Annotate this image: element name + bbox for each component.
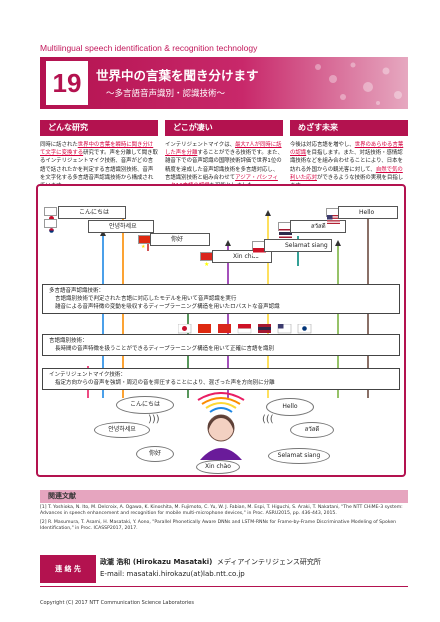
system-diagram: こんにちは 안녕하세요 ★ 你好 ★ Xin chào Selamat sian… xyxy=(36,184,406,477)
page-title: 世界中の言葉を聞き分けます xyxy=(96,68,259,83)
contact-label: 連 絡 先 xyxy=(40,555,96,583)
body-text: 同時に話された xyxy=(40,142,78,148)
body-text: インテリジェントマイクは、 xyxy=(165,142,235,148)
bubble-japanese: こんにちは xyxy=(116,396,174,414)
output-indonesian: Selamat siang xyxy=(264,239,332,252)
flag-strip xyxy=(177,319,318,334)
asr-title: 多言語音声認識技術： xyxy=(49,288,105,294)
bubble-vietnamese: Xin chào xyxy=(196,460,240,474)
title-banner: 19 世界中の言葉を聞き分けます ～多言語音声識別・認識技術～ xyxy=(40,57,408,109)
section-text-strength: インテリジェントマイクは、最大7人が同時に話した声を分離することができる技術です… xyxy=(165,141,283,190)
reference-item: [2] R. Masumura, T. Asami, H. Masataki, … xyxy=(40,519,397,532)
contact-email[interactable]: E-mail: masataki.hirokazu(at)lab.ntt.co.… xyxy=(100,570,245,578)
lid-title: 言語識別技術： xyxy=(49,338,88,344)
asr-line1: 言語識別技術で判定された言語に対応したモデルを用いて音声認識を実行 xyxy=(55,296,237,302)
highlight-text: 世界のあらゆる言葉の認識 xyxy=(290,142,404,157)
bubble-thai: สวัสดี xyxy=(290,422,334,438)
output-japanese: こんにちは xyxy=(58,206,126,219)
body-text: 今後は対応言語を増やし、 xyxy=(290,142,355,148)
svg-text:★: ★ xyxy=(141,244,146,250)
english-title: Multilingual speech identification & rec… xyxy=(40,43,258,53)
highlight-text: 最大7人が同時に話した声を分離 xyxy=(165,142,282,157)
output-chinese: 你好 xyxy=(150,233,210,246)
poster-number: 19 xyxy=(46,61,88,105)
svg-text:★: ★ xyxy=(204,261,209,268)
mic-title: インテリジェントマイク技術： xyxy=(49,372,126,378)
mic-technology-box: インテリジェントマイク技術： 指定方向からの音声を強調・周辺の音を抑圧することに… xyxy=(42,368,400,390)
output-korean: 안녕하세요 xyxy=(88,220,154,233)
contact-info: 政瀧 浩和 (Hirokazu Masataki) メディアインテリジェンス研究… xyxy=(100,556,321,580)
bubble-korean: 안녕하세요 xyxy=(94,422,150,438)
bubble-indonesian: Selamat siang xyxy=(268,448,330,464)
flag-jp xyxy=(44,207,57,221)
contact-name: 政瀧 浩和 (Hirokazu Masataki) xyxy=(100,558,213,566)
section-heading-strength: どこが凄い xyxy=(165,120,283,136)
references-list: [1] T. Yoshioka, N. Ito, M. Delcroix, A.… xyxy=(40,505,408,533)
banner-decoration xyxy=(315,62,402,105)
bubble-english: Hello xyxy=(266,398,314,416)
section-text-future: 今後は対応言語を増やし、世界のあらゆる言葉の認識を目指します。また、対話技術・感… xyxy=(290,141,408,190)
section-heading-future: めざす未来 xyxy=(290,120,408,136)
highlight-text: 自然で気の利いた応対 xyxy=(290,166,403,181)
copyright: Copyright (C) 2017 NTT Communication Sci… xyxy=(40,600,194,606)
sound-wave-right-icon: ((( xyxy=(262,414,274,425)
mic-line1: 指定方向からの音声を強調・周辺の音を抑圧することにより、混ざった声を方向別に分離 xyxy=(55,380,275,386)
contact-org: メディアインテリジェンス研究所 xyxy=(216,558,321,566)
output-english: Hello xyxy=(338,206,398,219)
body-text: することができる技術です。また、雑音下での音声認識の国際技術評価で世界1位の精度… xyxy=(165,150,283,181)
contact-divider xyxy=(40,586,408,587)
asr-line2: 雑音による音声特徴の変動を吸収するディープラーニング構造を用いたロバストな音声認… xyxy=(55,304,280,310)
lid-line1: 長時間の音声特徴を扱うことができるディープラーニング構造を用いて正確に言語を識別 xyxy=(55,346,275,352)
references-heading: 関連文献 xyxy=(40,490,408,503)
flag-kr xyxy=(44,219,57,233)
section-heading-research: どんな研究 xyxy=(40,120,158,136)
asr-technology-box: 多言語音声認識技術： 言語識別技術で判定された言語に対応したモデルを用いて音声認… xyxy=(42,284,400,314)
reference-item: [1] T. Yoshioka, N. Ito, M. Delcroix, A.… xyxy=(40,505,403,517)
sound-wave-left-icon: ))) xyxy=(148,414,160,425)
highlight-text: 世界中の言葉を瞬時に聞き分けて文字に変換する xyxy=(40,142,154,157)
microphone-speaker-illustration xyxy=(197,392,245,460)
section-text-research: 同時に話された世界中の言葉を瞬時に聞き分けて文字に変換する研究です。声を分離して… xyxy=(40,141,158,190)
body-text: を目指します。また、対話技術・感情認識技術などを組み合わせることにより、日本を訪… xyxy=(290,150,403,173)
bubble-chinese: 你好 xyxy=(136,446,174,462)
lid-technology-box: 言語識別技術： 長時間の音声特徴を扱うことができるディープラーニング構造を用いて… xyxy=(42,334,400,356)
page-subtitle: ～多言語音声識別・認識技術～ xyxy=(106,89,226,99)
